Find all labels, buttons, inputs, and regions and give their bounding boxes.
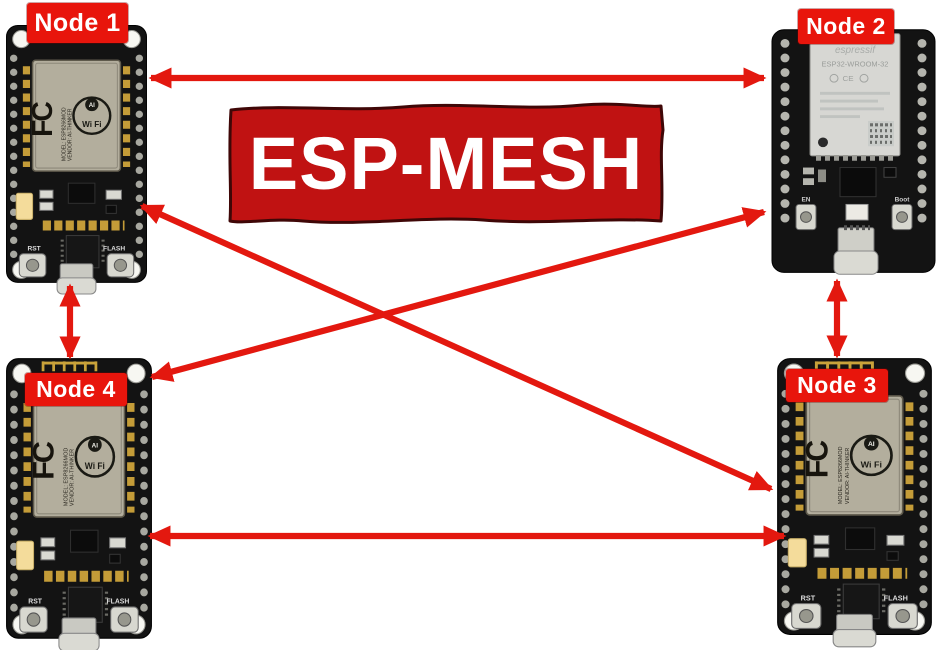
node2-label: Node 2 — [798, 9, 894, 44]
node4-label: Node 4 — [25, 373, 127, 406]
node3-label: Node 3 — [786, 369, 888, 402]
arrow-node2-node4 — [149, 207, 767, 382]
node2-board — [770, 22, 937, 284]
banner-title: ESP-MESH — [249, 122, 644, 205]
node1-label: Node 1 — [27, 3, 128, 43]
esp-mesh-banner: ESP-MESH — [223, 96, 669, 233]
arrow-node1-node3 — [139, 203, 774, 492]
node1-board — [5, 24, 148, 296]
